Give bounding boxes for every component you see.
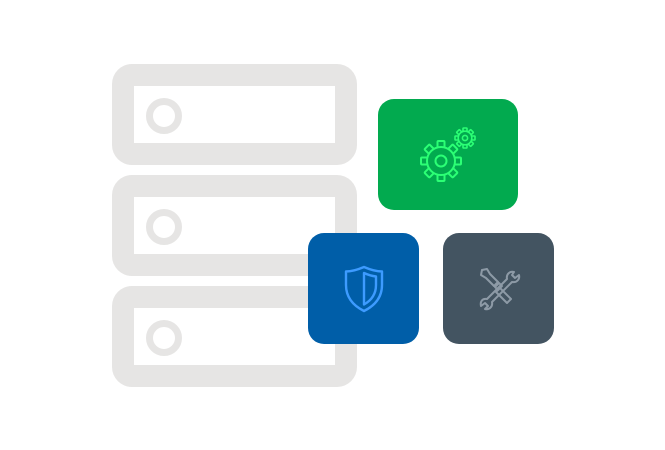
security-tile	[308, 233, 419, 344]
server-status-led	[146, 209, 182, 245]
shield-icon	[344, 265, 383, 312]
tools-tile	[443, 233, 554, 344]
wrench-screwdriver-icon	[479, 267, 520, 310]
gears-icon	[420, 127, 476, 182]
server-unit-1	[112, 64, 357, 165]
server-status-led	[146, 320, 182, 356]
server-status-led	[146, 98, 182, 134]
settings-tile	[378, 99, 518, 210]
